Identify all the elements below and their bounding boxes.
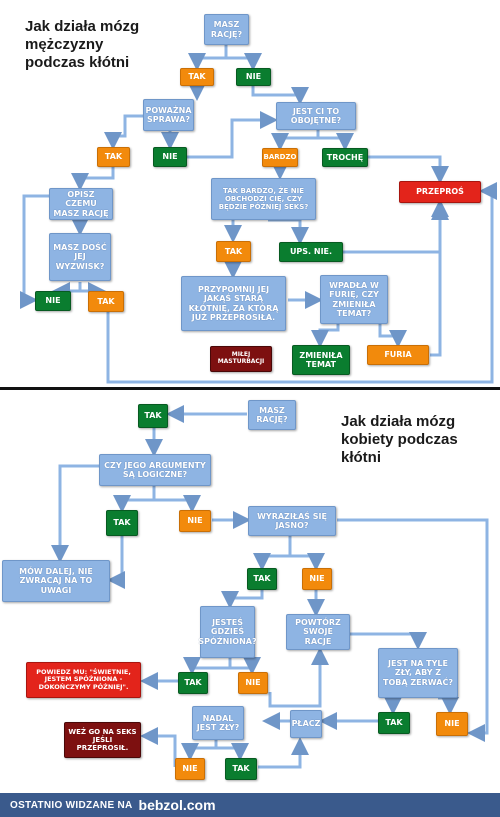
connector xyxy=(51,464,102,563)
connector xyxy=(20,194,55,309)
connector xyxy=(350,632,427,650)
node-nie: NIE xyxy=(238,672,268,694)
node-tak: TAK xyxy=(138,404,168,428)
connector xyxy=(337,518,489,742)
female-title-line-2: kobiety podczas xyxy=(341,431,458,448)
connector xyxy=(316,130,354,151)
female-title-line-1: Jak działa mózg xyxy=(341,413,456,430)
node-przepros: PRZEPROŚ xyxy=(399,181,481,203)
node-nie: NIE xyxy=(153,147,187,167)
node-tak: TAK xyxy=(247,568,277,590)
connector xyxy=(221,590,264,609)
connector xyxy=(140,727,177,767)
node-nadal-jest-zly: NADAL JEST ZŁY? xyxy=(192,706,244,740)
node-mow-dalej: MÓW DALEJ, NIE ZWRACAJ NA TO UWAGI xyxy=(2,560,110,602)
section-divider xyxy=(0,387,500,390)
node-milej-masturbacji: MIŁEJ MASTURBACJI xyxy=(210,346,272,372)
node-powazna-sprawa: POWAŻNA SPRAWA? xyxy=(143,99,194,131)
connector xyxy=(311,324,340,348)
connector xyxy=(228,657,261,675)
node-nie: NIE xyxy=(236,68,271,86)
connector xyxy=(258,737,309,769)
male-chart-title: Jak działa mózg mężczyzny podczas kłótni xyxy=(25,18,139,72)
node-powiedz-mu: POWIEDZ MU: "ŚWIETNIE, JESTEM SPÓŹNIONA … xyxy=(26,662,141,698)
connector xyxy=(107,536,125,589)
node-jestes-gdzies-spozniona: JESTEŚ GDZIEŚ SPÓŹNIONA? xyxy=(198,606,257,658)
footer-brand-link[interactable]: bebzol.com xyxy=(138,797,216,813)
node-nie: NIE xyxy=(175,758,205,780)
node-masz-racje: MASZ RACJĘ? xyxy=(248,400,296,430)
node-masz-dosc-jej-wyzwisk: MASZ DOŚĆ JEJ WYZWISK? xyxy=(49,233,111,281)
node-nie: NIE xyxy=(302,568,332,590)
node-placz: PŁACZ xyxy=(290,710,322,738)
connector xyxy=(268,218,309,245)
node-wpadla-w-furie: WPADŁA W FURIĘ, CZY ZMIENIŁA TEMAT? xyxy=(320,275,388,324)
connector xyxy=(430,202,449,357)
node-tak: TAK xyxy=(106,510,138,536)
female-chart-title: Jak działa mózg kobiety podczas kłótni xyxy=(341,413,458,467)
connector xyxy=(268,647,329,708)
node-masz-racje: MASZ RACJĘ? xyxy=(204,14,249,45)
female-title-line-3: kłótni xyxy=(341,449,381,466)
connector xyxy=(343,199,449,254)
source-footer: OSTATNIO WIDZANE NA bebzol.com xyxy=(0,793,500,817)
node-bardzo: BARDZO xyxy=(262,148,298,167)
node-tak: TAK xyxy=(225,758,257,780)
footer-text: OSTATNIO WIDZANE NA xyxy=(10,799,133,811)
node-tak: TAK xyxy=(88,291,124,312)
connector xyxy=(214,740,249,761)
node-ups-nie: UPS. NIE. xyxy=(279,242,343,262)
node-wez-go-na-seks: WEŹ GO NA SEKS JEŚLI PRZEPROSIŁ. xyxy=(64,722,141,758)
node-nie: NIE xyxy=(35,291,71,311)
node-nie: NIE xyxy=(179,510,211,532)
connector xyxy=(251,86,309,105)
node-troche: TROCHĘ xyxy=(322,148,368,167)
connector xyxy=(104,114,143,150)
connector xyxy=(78,282,106,300)
connector xyxy=(288,536,325,571)
connector xyxy=(52,282,82,300)
node-tak-bardzo-question: TAK BARDZO, ŻE NIE OBCHODZI CIĘ, CZY BĘD… xyxy=(211,178,316,220)
connector xyxy=(71,167,115,191)
connector xyxy=(183,657,232,675)
node-tak: TAK xyxy=(178,672,208,694)
connector xyxy=(367,155,449,184)
connector xyxy=(253,536,292,571)
connector xyxy=(378,324,407,348)
node-przypomnij-jej: PRZYPOMNIJ JEJ JAKĄŚ STARĄ KŁÓTNIĘ, ZA K… xyxy=(181,276,286,331)
node-powtorz-swoje-racje: POWTÓRZ SWOJE RACJE xyxy=(286,614,350,650)
node-furia: FURIA xyxy=(367,345,429,365)
node-wyrazilas-sie-jasno: WYRAZIŁAŚ SIĘ JASNO? xyxy=(248,506,336,536)
male-title-line-3: podczas kłótni xyxy=(25,54,130,71)
connector xyxy=(113,486,156,513)
node-tak: TAK xyxy=(378,712,410,734)
node-czy-jego-argumenty-sa-logiczne: CZY JEGO ARGUMENTY SĄ LOGICZNE? xyxy=(99,454,211,486)
node-zmienila-temat: ZMIENIŁA TEMAT xyxy=(292,345,350,375)
connector xyxy=(188,45,228,71)
node-tak: TAK xyxy=(97,147,130,167)
male-title-line-1: Jak działa mózg xyxy=(25,18,140,35)
connector xyxy=(181,740,218,761)
node-opisz-czemu-masz-racje: OPISZ CZEMU MASZ RACJĘ xyxy=(49,188,113,220)
connector xyxy=(224,45,262,71)
connector xyxy=(152,486,201,513)
node-tak: TAK xyxy=(216,241,251,262)
node-tak: TAK xyxy=(180,68,214,86)
node-jest-na-tyle-zly: JEST NA TYLE ZŁY, ABY Z TOBĄ ZERWAĆ? xyxy=(378,648,458,698)
connector xyxy=(185,111,278,159)
connector xyxy=(106,182,497,384)
connector xyxy=(438,696,459,715)
node-jest-ci-to-obojetne: JEST CI TO OBOJĘTNE? xyxy=(276,102,356,130)
node-nie: NIE xyxy=(436,712,468,736)
connector xyxy=(271,130,320,151)
male-title-line-2: mężczyzny xyxy=(25,36,104,53)
